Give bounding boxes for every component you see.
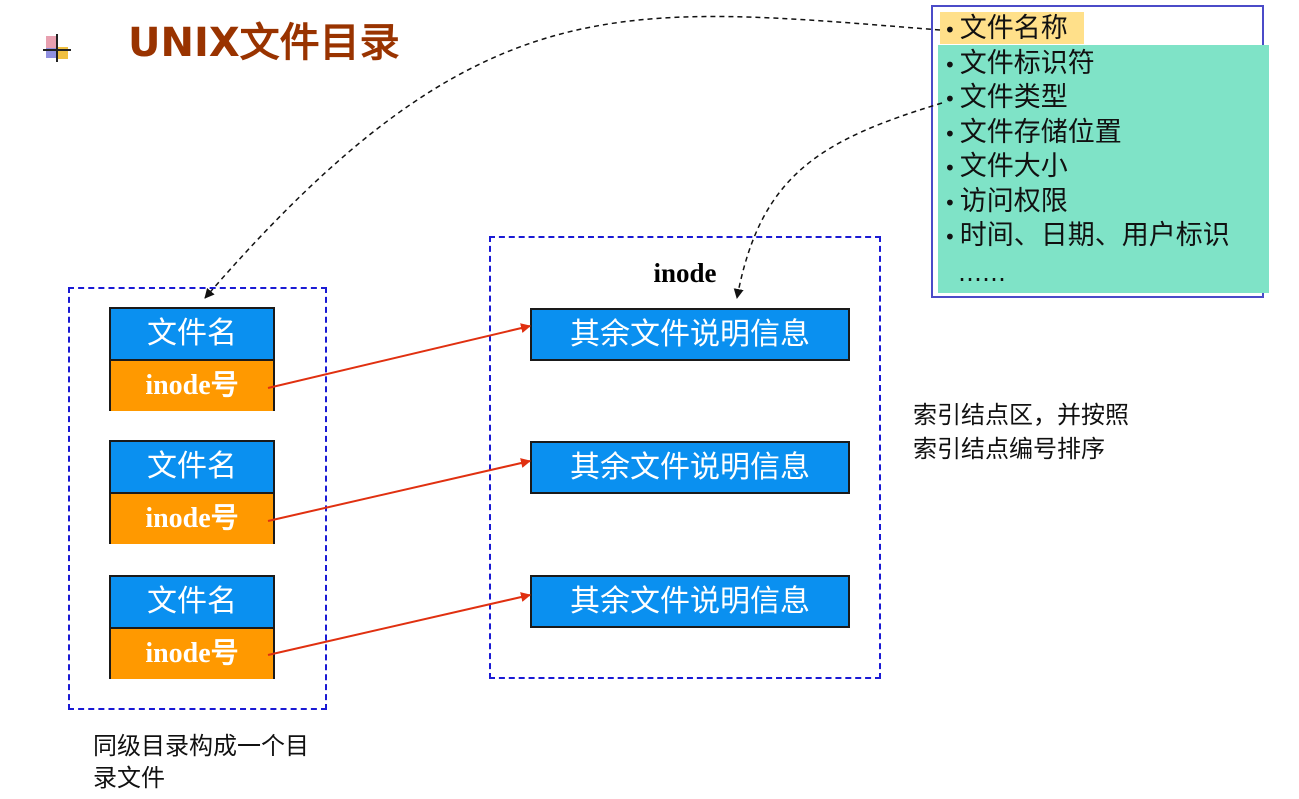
bullet-icon: • (944, 190, 956, 215)
inode-area-note: 索引结点区，并按照索引结点编号排序 (913, 401, 1129, 463)
bullet-icon: • (944, 121, 956, 146)
attributes-background (938, 45, 1269, 293)
attribute-item: •文件类型 (944, 82, 1068, 113)
attribute-item: •时间、日期、用户标识 (944, 220, 1230, 251)
entry-filename: 文件名 (111, 442, 273, 494)
entry-filename: 文件名 (111, 577, 273, 629)
bullet-icon: • (944, 18, 956, 42)
attribute-item: •文件存储位置 (944, 116, 1122, 148)
bullet-icon: • (944, 87, 956, 111)
directory-entry: 文件名 inode号 (109, 307, 275, 411)
inode-info-box: 其余文件说明信息 (530, 575, 850, 628)
attribute-item: •文件标识符 (944, 47, 1095, 79)
inode-info-box: 其余文件说明信息 (530, 308, 850, 361)
page-title: UNIX文件目录 (128, 20, 400, 66)
attribute-item: •文件大小 (944, 151, 1068, 182)
directory-entry: 文件名 inode号 (109, 440, 275, 544)
attribute-item: •文件名称 (944, 13, 1068, 44)
entry-inode-number: inode号 (111, 361, 273, 411)
directory-entry: 文件名 inode号 (109, 575, 275, 679)
file-attributes-list: •文件名称 •文件标识符 •文件类型 •文件存储位置 •文件大小 •访问权限 •… (944, 12, 1230, 254)
directory-note: 同级目录构成一个目录文件 (93, 732, 309, 792)
attribute-item: •访问权限 (944, 185, 1068, 217)
inode-region-label: inode (653, 258, 717, 288)
square-bullet-icon (43, 34, 71, 62)
bullet-icon: • (944, 156, 956, 180)
entry-filename: 文件名 (111, 309, 273, 361)
filename-highlight (940, 12, 1084, 44)
attributes-ellipsis: …… (958, 259, 1006, 287)
entry-inode-number: inode号 (111, 494, 273, 544)
inode-info-box: 其余文件说明信息 (530, 441, 850, 494)
bullet-icon: • (944, 225, 956, 249)
entry-inode-number: inode号 (111, 629, 273, 679)
bullet-icon: • (944, 52, 956, 77)
